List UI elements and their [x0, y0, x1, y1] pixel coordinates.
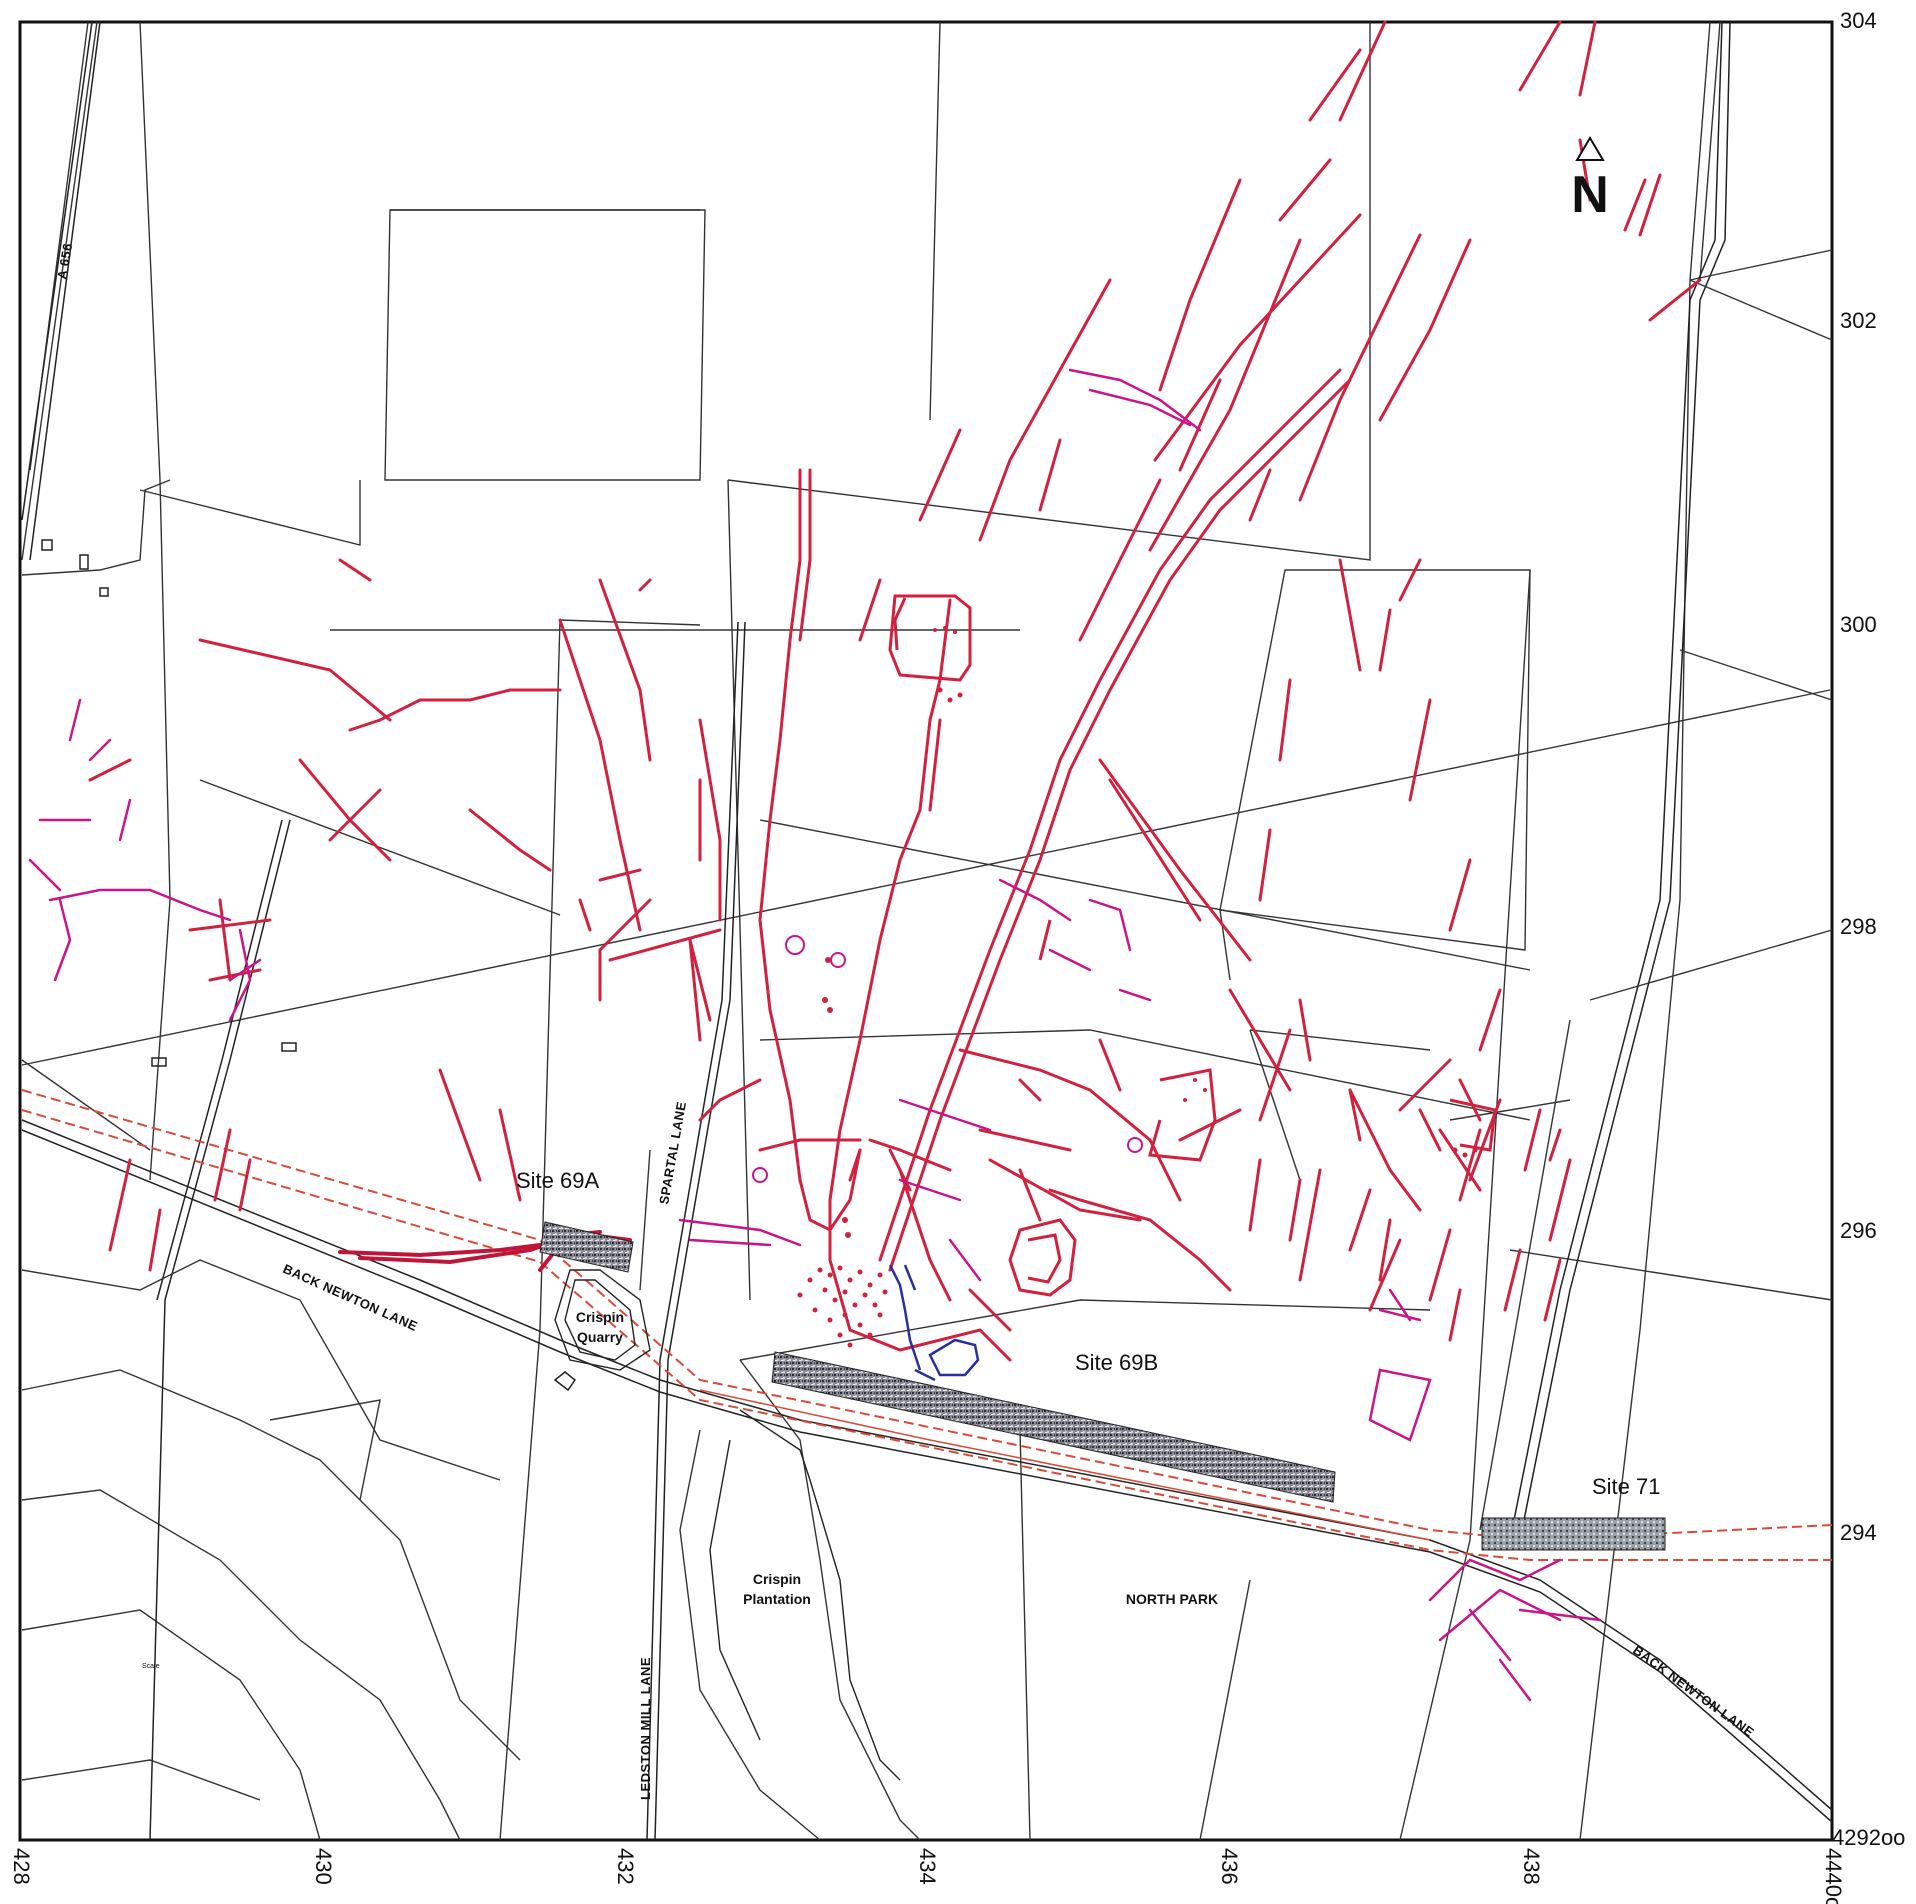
- north-park-label: NORTH PARK: [1126, 1591, 1218, 1607]
- ring-ditches: [752, 935, 1143, 1183]
- cropmarks-red: [88, 20, 1702, 1362]
- north-arrow: N: [1571, 136, 1609, 224]
- x-tick-430: 430: [311, 1848, 336, 1885]
- x-tick-436: 436: [1217, 1848, 1242, 1885]
- map-frame: [18, 20, 1834, 1842]
- y-tick-298: 298: [1840, 914, 1877, 939]
- crispin-quarry-label-2: Quarry: [577, 1329, 623, 1345]
- x-tick-428: 428: [9, 1848, 34, 1885]
- quarry-outline: [554, 1269, 901, 1781]
- north-arrow-icon: [1575, 136, 1605, 161]
- ledston-mill-lane-label: LEDSTON MILL LANE: [638, 1657, 653, 1800]
- y-tick-294: 294: [1840, 1520, 1877, 1545]
- x-tick-4440oo: 4440oo: [1821, 1848, 1846, 1904]
- crispin-quarry-label-1: Crispin: [576, 1309, 624, 1325]
- scale-note-label: Scale: [142, 1663, 160, 1670]
- x-axis-ticks: 428 430 432 434 436 438 4440oo: [9, 1848, 1846, 1904]
- y-tick-302: 302: [1840, 308, 1877, 333]
- field-boundaries: [21, 21, 1833, 1841]
- roads: [21, 21, 1833, 1841]
- site-69b-label: Site 69B: [1075, 1350, 1158, 1375]
- site-69a-label: Site 69A: [516, 1168, 599, 1193]
- y-tick-304: 304: [1840, 8, 1877, 33]
- road-a656-label: A 656: [54, 242, 75, 281]
- x-tick-432: 432: [613, 1848, 638, 1885]
- pit-cluster: [797, 626, 1478, 1348]
- enclosures: [888, 594, 1497, 1297]
- north-label: N: [1571, 166, 1609, 224]
- crispin-plantation-label-1: Crispin: [753, 1571, 801, 1587]
- buildings: [41, 539, 577, 1392]
- transect-lines: [21, 689, 1831, 1361]
- survey-area-71: [1481, 1517, 1666, 1551]
- survey-area-69b: [771, 1351, 1336, 1503]
- blue-features: [888, 1264, 980, 1382]
- survey-area-69a: [539, 1221, 634, 1273]
- y-tick-4292oo: 4292oo: [1832, 1825, 1905, 1850]
- site-71-label: Site 71: [1592, 1474, 1661, 1499]
- y-tick-296: 296: [1840, 1218, 1877, 1243]
- x-tick-438: 438: [1519, 1848, 1544, 1885]
- pipeline-edge: [699, 1389, 1431, 1541]
- x-tick-434: 434: [915, 1848, 940, 1885]
- crispin-plantation-label-2: Plantation: [743, 1591, 811, 1607]
- survey-areas: [539, 1221, 1666, 1551]
- y-axis-ticks: 304 302 300 298 296 294 4292oo: [1832, 8, 1905, 1850]
- y-tick-300: 300: [1840, 612, 1877, 637]
- cropmarks-magenta: [28, 368, 1602, 1702]
